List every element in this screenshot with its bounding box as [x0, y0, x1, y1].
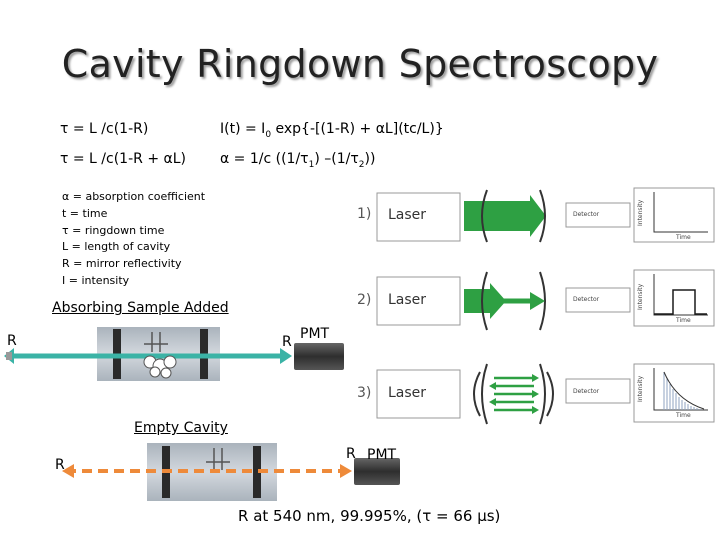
- mirror-right-3: [539, 363, 546, 425]
- laser-pulse-1: [464, 195, 546, 237]
- laser-label-2: Laser: [388, 292, 427, 308]
- equation-tau-empty: τ = L /c(1-R): [60, 121, 149, 137]
- ringdown-envelope: [663, 371, 705, 410]
- mirror-outer-left-3: [473, 371, 481, 417]
- mirror-left-2: [481, 271, 488, 331]
- panel-1: [376, 187, 715, 243]
- detector-box-3: [565, 378, 631, 404]
- detector-label-3: Detector: [573, 388, 600, 395]
- detector-box-2: [565, 287, 631, 313]
- empty-inlet: [206, 448, 230, 470]
- time-label-2: Time: [676, 317, 691, 324]
- page-title: Cavity Ringdown Spectroscopy: [61, 42, 659, 86]
- legend-item: I = intensity: [62, 273, 130, 287]
- footnote: R at 540 nm, 99.995%, (τ = 66 μs): [238, 507, 501, 525]
- laser-label-3: Laser: [388, 385, 427, 401]
- step-2-label: 2): [357, 292, 372, 308]
- graph-trace-2: [654, 289, 707, 315]
- empty-mirror-label-left: R: [55, 457, 65, 473]
- sample-beam-right-head: [280, 348, 292, 364]
- empty-beam-left-head: [62, 464, 74, 478]
- detector-label-1: Detector: [573, 211, 600, 218]
- equation-intensity: I(t) = I0 exp{-[(1-R) + αL](tc/L)}: [220, 121, 444, 140]
- empty-pmt-label: PMT: [367, 447, 397, 463]
- empty-mirror-label-right: R: [346, 446, 356, 462]
- equation-intensity-post: exp{-[(1-R) + αL](tc/L)}: [271, 121, 444, 137]
- laser-box-3: [376, 369, 461, 419]
- sample-mirror-label-left: R: [7, 333, 17, 349]
- sample-pmt: [294, 343, 344, 370]
- panel-3: [376, 363, 715, 425]
- legend-item: L = length of cavity: [62, 240, 171, 254]
- step-3-label: 3): [357, 385, 372, 401]
- graph-axes-3: [653, 368, 708, 411]
- mirror-left-3: [481, 363, 488, 425]
- sample-gas-cloud: [143, 355, 177, 379]
- graph-box-2: [633, 269, 715, 327]
- laser-box-1: [376, 192, 461, 242]
- intensity-label-3: Intensity: [637, 375, 644, 402]
- graph-box-1: [633, 187, 715, 243]
- laser-pulse-2: [464, 283, 506, 319]
- equation-alpha-sub1: 1: [308, 159, 315, 170]
- mirror-outer-right-3: [546, 371, 554, 417]
- intensity-label-2: Intensity: [637, 283, 644, 310]
- ringdown-decay: [663, 372, 701, 410]
- symbol-legend: α = absorption coefficient t = time τ = …: [62, 189, 205, 290]
- equation-alpha-sub2: 2: [358, 159, 365, 170]
- empty-pmt: [354, 458, 400, 485]
- empty-cavity: [62, 443, 400, 501]
- equation-alpha-post: )): [364, 151, 376, 167]
- empty-section-label: Empty Cavity: [134, 420, 228, 436]
- detector-box-1: [565, 202, 631, 228]
- legend-item: α = absorption coefficient: [62, 190, 206, 203]
- mirror-right-1: [539, 189, 546, 243]
- panel-2: [376, 269, 715, 331]
- laser-label-1: Laser: [388, 207, 427, 223]
- beam-2-head: [530, 292, 545, 310]
- equation-alpha-pre: α = 1/c ((1/τ: [220, 151, 309, 167]
- empty-mirror-right: [253, 446, 261, 498]
- graph-axes-2: [653, 274, 708, 316]
- legend-item: τ = ringdown time: [62, 223, 165, 237]
- sample-pmt-label: PMT: [300, 326, 330, 342]
- time-label-3: Time: [676, 412, 691, 419]
- intensity-label-1: Intensity: [637, 199, 644, 226]
- sample-section-label: Absorbing Sample Added: [52, 300, 229, 316]
- graph-box-3: [633, 363, 715, 423]
- sample-end-cap: [6, 352, 12, 360]
- step-1-label: 1): [357, 206, 372, 222]
- detector-label-2: Detector: [573, 296, 600, 303]
- equation-intensity-pre: I(t) = I: [220, 121, 266, 137]
- equation-alpha: α = 1/c ((1/τ1) –(1/τ2)): [220, 151, 375, 170]
- time-label-1: Time: [676, 234, 691, 241]
- equation-intensity-sub: 0: [265, 129, 272, 140]
- sample-mirror-label-right: R: [282, 334, 292, 350]
- legend-item: t = time: [62, 206, 108, 220]
- mirror-left-1: [481, 189, 488, 243]
- legend-item: R = mirror reflectivity: [62, 257, 182, 271]
- equation-alpha-mid: ) –(1/τ: [314, 151, 359, 167]
- sample-cavity: [4, 327, 344, 381]
- sample-inlet: [144, 332, 168, 352]
- empty-beam-right-head: [340, 464, 352, 478]
- beams-3: [489, 374, 539, 414]
- graph-axes-1: [653, 192, 708, 233]
- equation-tau-sample: τ = L /c(1-R + αL): [60, 151, 186, 167]
- laser-box-2: [376, 276, 461, 326]
